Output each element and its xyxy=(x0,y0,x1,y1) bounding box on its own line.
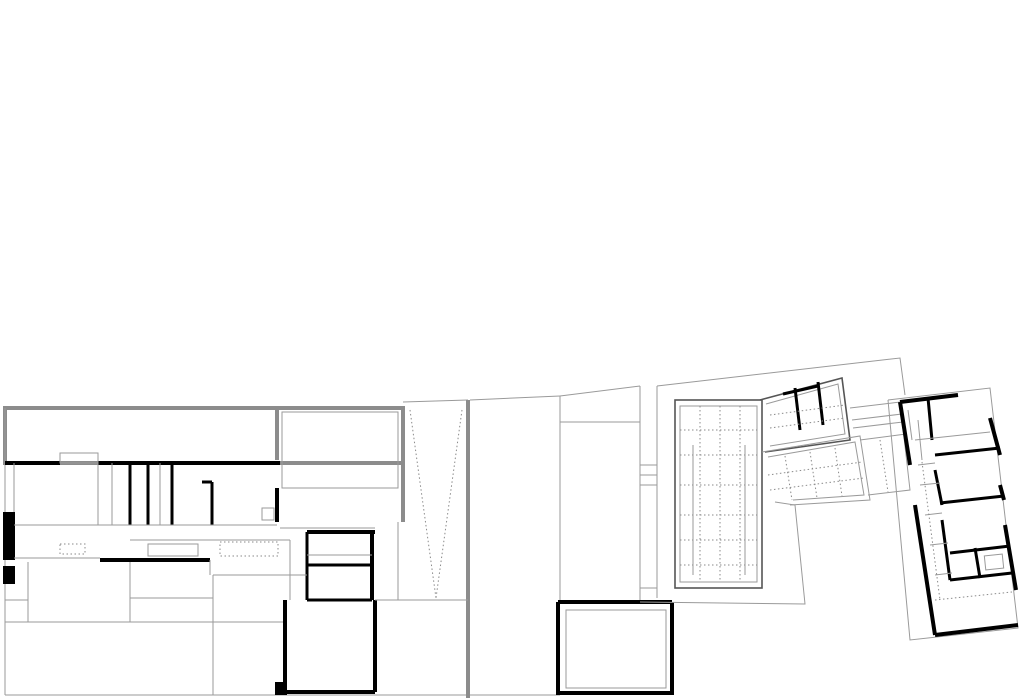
central-hall xyxy=(639,357,911,605)
left-building xyxy=(3,406,470,696)
right-wing xyxy=(887,387,1019,641)
middle-courtyard xyxy=(375,385,674,698)
